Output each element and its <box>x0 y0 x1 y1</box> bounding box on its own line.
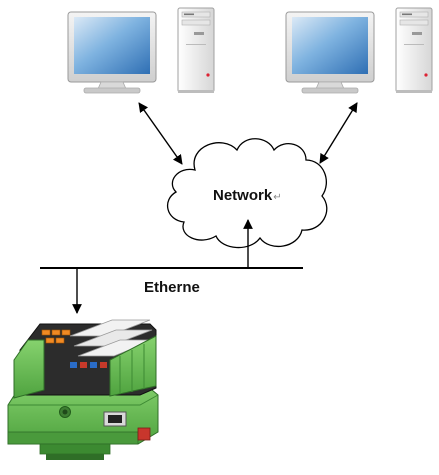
arrow-pc-right-to-network <box>319 102 358 164</box>
computer-left-icon <box>67 7 215 94</box>
network-cloud-icon <box>166 138 328 249</box>
tower-right-icon <box>395 7 433 93</box>
paragraph-mark: ↵ <box>273 192 282 203</box>
network-label: Network↵ <box>213 187 282 204</box>
monitor-right-icon <box>285 11 375 94</box>
plc-module-icon <box>7 319 159 460</box>
arrow-pc-left-to-network <box>138 102 183 165</box>
computer-right-icon <box>285 7 433 94</box>
monitor-left-icon <box>67 11 157 94</box>
ethernet-label: Etherne <box>144 279 200 296</box>
tower-left-icon <box>177 7 215 93</box>
